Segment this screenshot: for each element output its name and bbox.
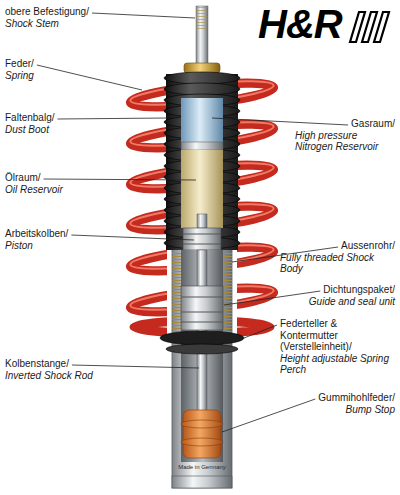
part-name: Piston bbox=[5, 240, 33, 252]
leader-line bbox=[57, 118, 168, 119]
part-name: Arbeitskolben/ bbox=[5, 228, 68, 240]
leader-line bbox=[224, 291, 320, 305]
part-name: Guide and seal unit bbox=[309, 296, 395, 308]
spring-coils bbox=[129, 77, 274, 333]
part-name: obere Befestigung/ bbox=[5, 6, 89, 18]
dust-boot bbox=[164, 72, 240, 250]
part-name: Kolbenstange/ bbox=[5, 358, 69, 370]
part-name: Spring bbox=[5, 70, 34, 82]
spring-perch bbox=[160, 331, 244, 345]
part-name: Shock Stem bbox=[5, 18, 59, 30]
leader-line bbox=[44, 179, 196, 180]
bump-stop bbox=[181, 410, 223, 458]
leader-line bbox=[37, 65, 142, 90]
guide-seal-unit bbox=[181, 286, 223, 330]
part-name: Fully threaded Shock Body bbox=[280, 252, 395, 275]
logo-stripes bbox=[350, 12, 389, 42]
leader-line bbox=[92, 13, 195, 18]
leader-line bbox=[244, 325, 277, 338]
piston bbox=[183, 228, 221, 250]
part-name: Oil Reservoir bbox=[5, 184, 63, 196]
part-name: Dichtungspaket/ bbox=[323, 284, 395, 296]
oil-chamber bbox=[181, 150, 223, 228]
shock-body bbox=[172, 248, 232, 488]
part-name: Federteller & Kontermutter (Verstelleinh… bbox=[280, 318, 395, 353]
part-name: Gasraum/ bbox=[351, 118, 395, 130]
part-name: Bump Stop bbox=[346, 404, 395, 416]
part-name: Ölraum/ bbox=[5, 172, 41, 184]
body-marking: Made in Germany bbox=[178, 464, 226, 471]
part-name: Inverted Shock Rod bbox=[5, 370, 93, 382]
leader-line bbox=[71, 235, 194, 240]
part-name: Gummihohlfeder/ bbox=[318, 392, 395, 404]
leader-line bbox=[222, 399, 315, 432]
top-mount-ring bbox=[184, 63, 220, 73]
brand-logo: H&R bbox=[258, 4, 342, 44]
part-name: Feder/ bbox=[5, 58, 34, 70]
part-name: Aussenrohr/ bbox=[341, 240, 395, 252]
gas-chamber bbox=[181, 98, 223, 142]
part-name: Faltenbalg/ bbox=[5, 112, 54, 124]
leader-line bbox=[72, 365, 199, 368]
part-name: Dust Boot bbox=[5, 124, 49, 136]
part-name: High pressure Nitrogen Reservoir bbox=[295, 130, 395, 153]
part-name: Height adjustable Spring Perch bbox=[280, 353, 395, 376]
shock-stem bbox=[196, 6, 208, 66]
leader-line bbox=[212, 118, 348, 125]
